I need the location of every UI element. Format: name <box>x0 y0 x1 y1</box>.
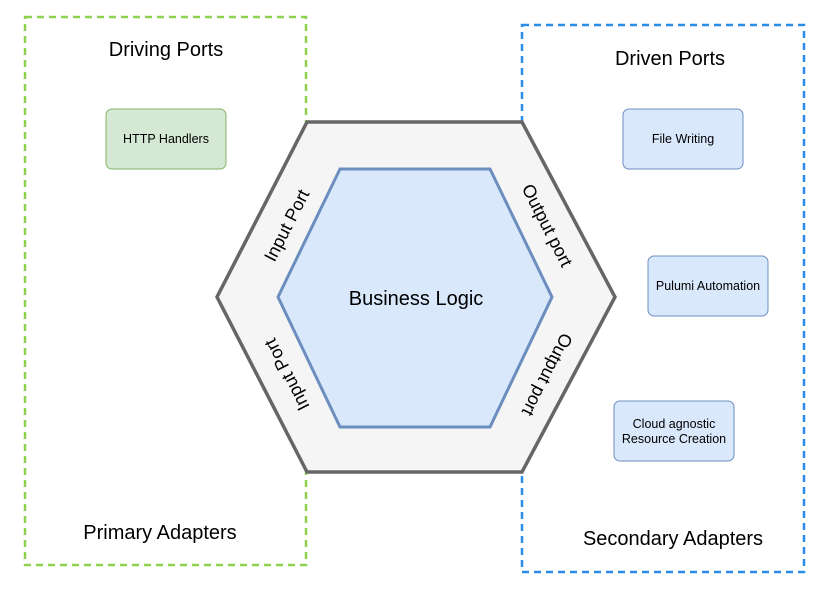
file-writing-adapter: File Writing <box>622 108 744 170</box>
driving-ports-title: Driving Ports <box>109 39 223 61</box>
http-handlers-label: HTTP Handlers <box>123 132 209 146</box>
http-handlers-adapter: HTTP Handlers <box>105 108 227 170</box>
business-logic-hexagon <box>276 167 554 429</box>
pulumi-automation-label: Pulumi Automation <box>656 279 760 293</box>
primary-adapters-label: Primary Adapters <box>83 522 236 544</box>
cloud-resource-label-line2: Resource Creation <box>622 432 726 446</box>
pulumi-automation-adapter: Pulumi Automation <box>647 255 769 317</box>
cloud-resource-creation-adapter: Cloud agnostic Resource Creation <box>613 400 735 462</box>
driven-ports-title: Driven Ports <box>615 48 725 70</box>
file-writing-label: File Writing <box>652 132 714 146</box>
business-logic-label: Business Logic <box>349 288 484 310</box>
cloud-resource-label-line1: Cloud agnostic <box>633 417 716 431</box>
secondary-adapters-label: Secondary Adapters <box>583 528 763 550</box>
